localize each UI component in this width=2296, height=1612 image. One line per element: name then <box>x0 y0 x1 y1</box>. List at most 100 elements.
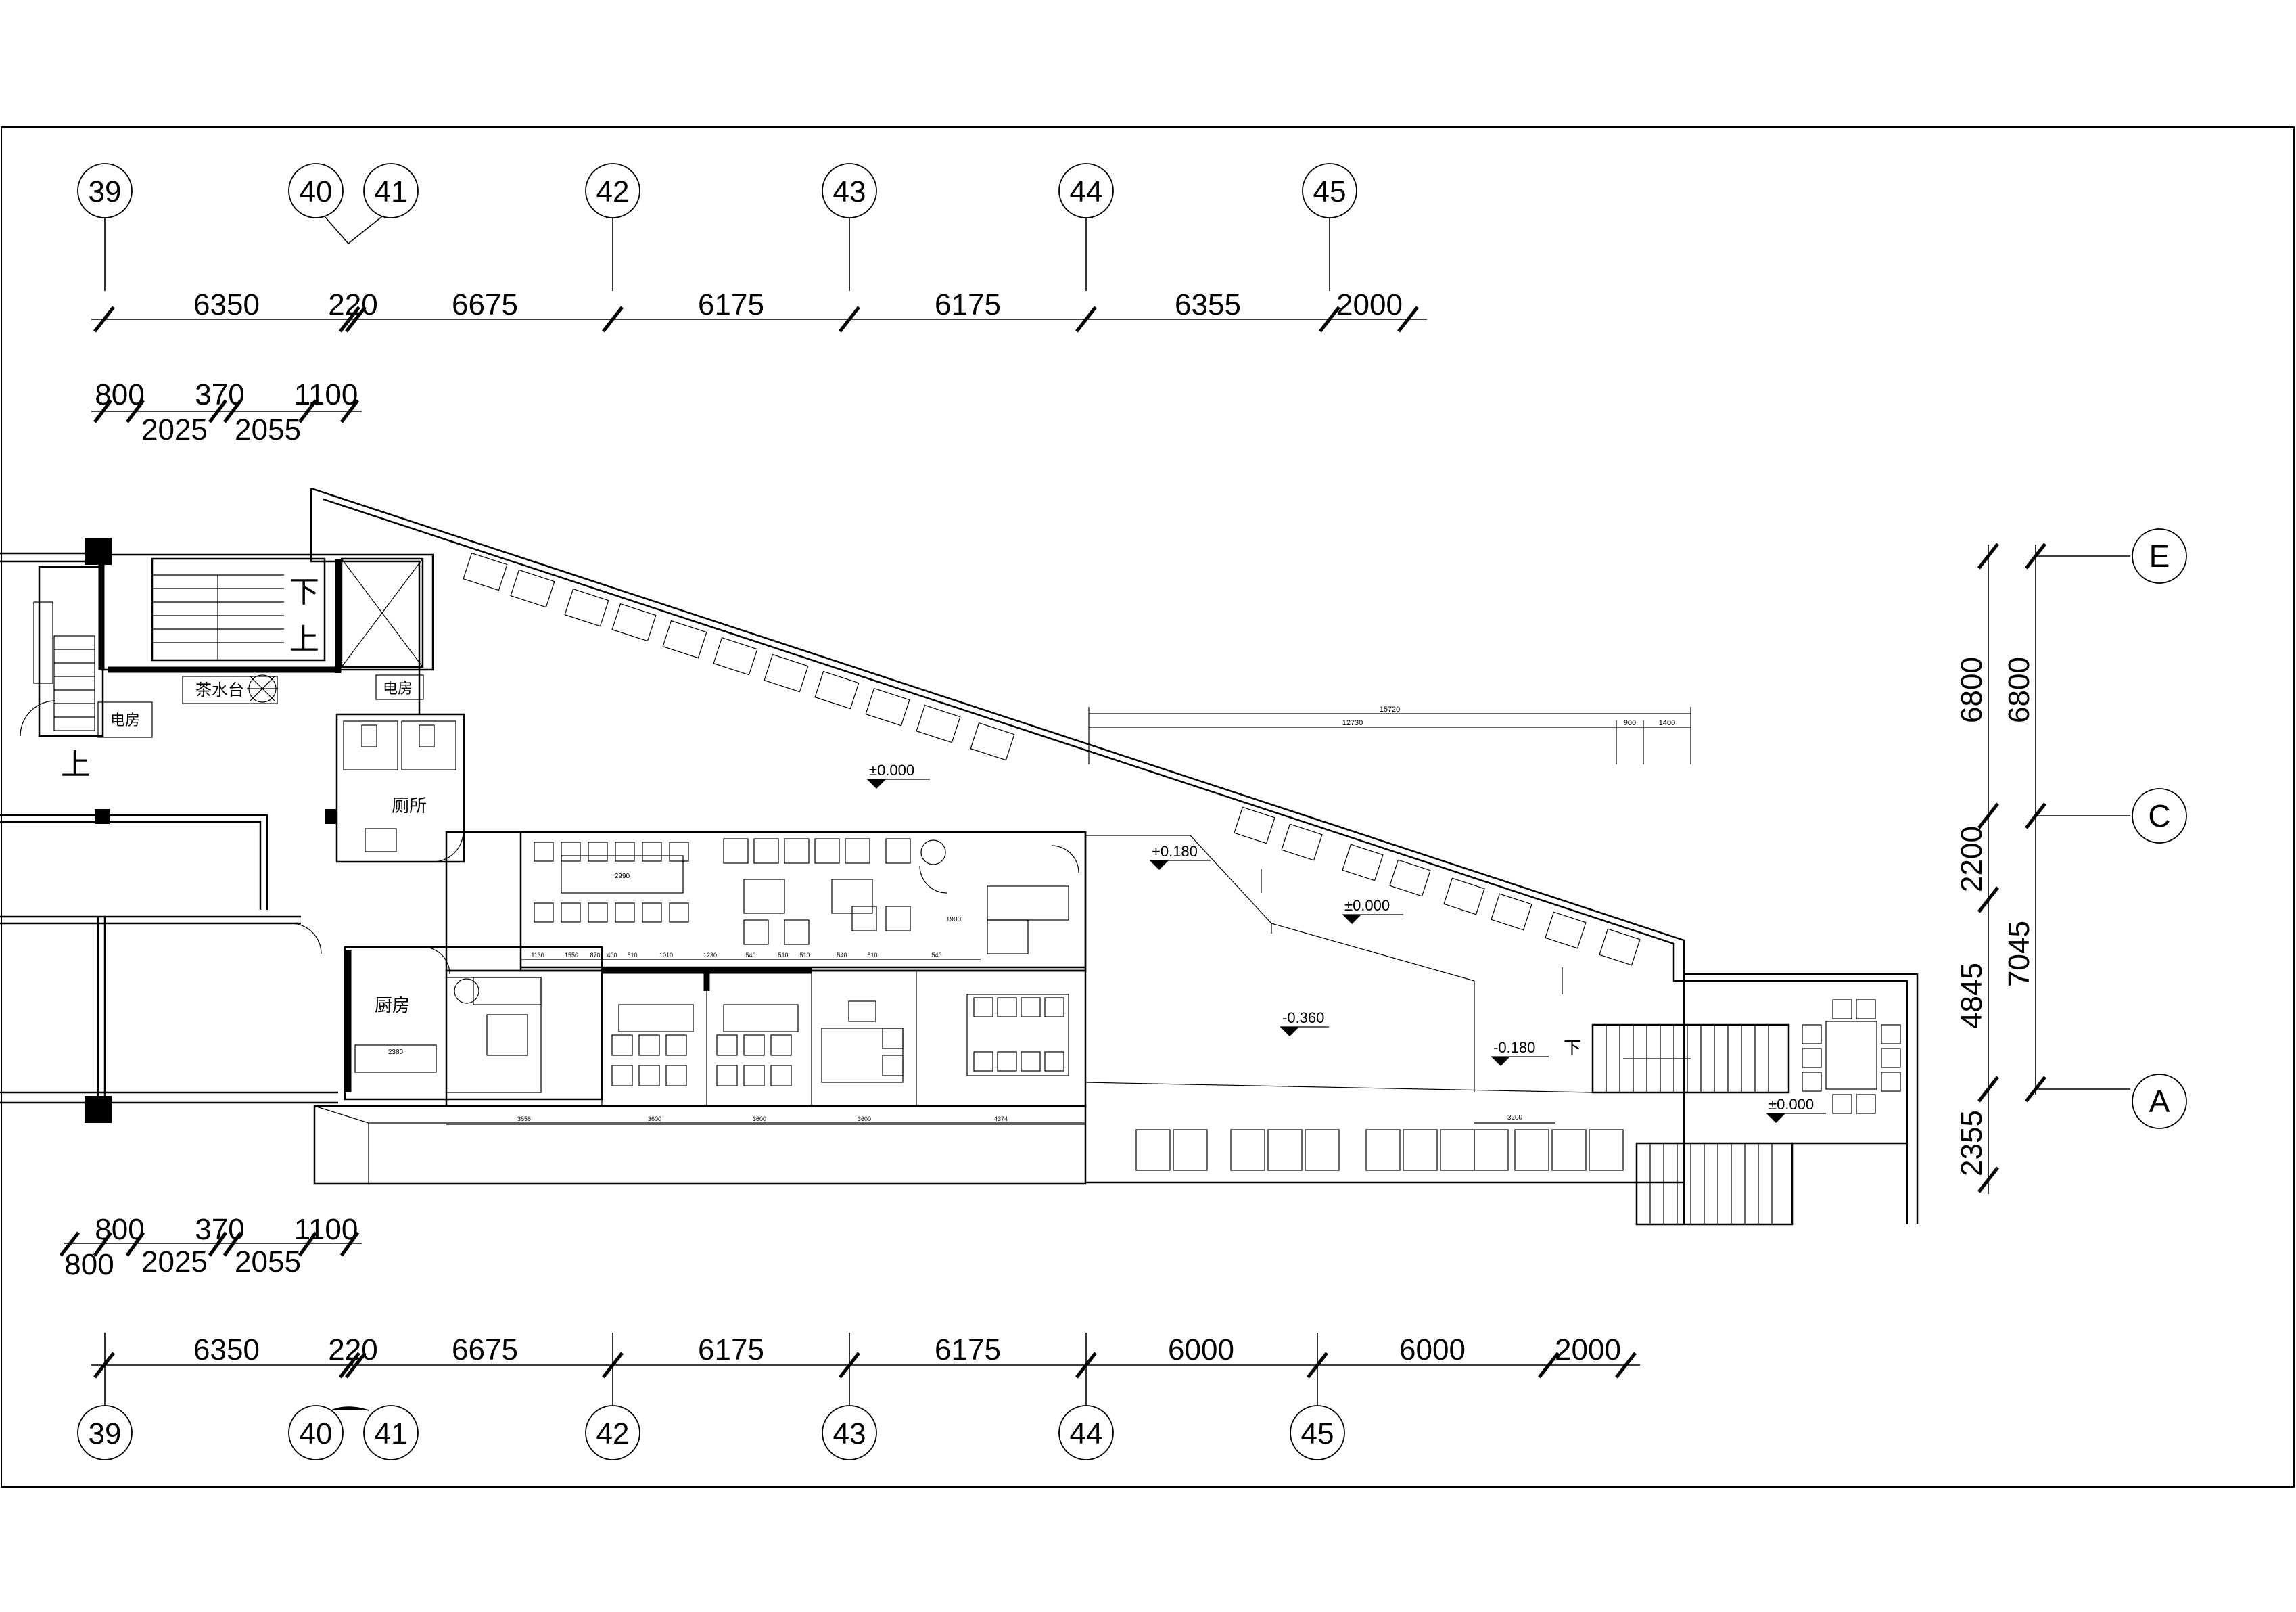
door-swing <box>20 700 56 737</box>
dimension-value: 6675 <box>452 1333 518 1366</box>
elevator-shaft <box>340 557 424 668</box>
dimension-value: 4845 <box>1955 963 1988 1029</box>
stair-treads <box>152 574 284 660</box>
small-dimension: 540 <box>931 952 941 959</box>
sub-dimension-value: 370 <box>195 1213 244 1246</box>
dimension-value: 6175 <box>698 1333 764 1366</box>
dining-table-row2: 1900 <box>723 838 1079 954</box>
electric-room-2 <box>375 674 424 700</box>
level-value: -0.360 <box>1282 1009 1324 1026</box>
dimension-value: 2355 <box>1955 1110 1988 1176</box>
grid-label: 40 <box>300 175 333 208</box>
grid-bubble-42-bottom: 42 <box>585 1333 640 1460</box>
level-marker-5: -0.180 <box>1491 1039 1549 1066</box>
sub-dimension-ticks <box>60 1231 360 1257</box>
grid-label: 42 <box>596 1417 630 1450</box>
level-value: ±0.000 <box>869 762 914 779</box>
level-value: ±0.000 <box>1344 897 1390 914</box>
top-grid: 39 40 41 42 43 44 45 <box>77 163 1427 446</box>
stair-up-label: 上 <box>61 748 91 781</box>
stair-treads <box>54 649 95 718</box>
small-dimension: 510 <box>799 952 810 959</box>
grid-label: 44 <box>1070 1417 1103 1450</box>
room-label: 电房 <box>383 680 413 697</box>
grid-label: 45 <box>1313 175 1346 208</box>
right-grid: 6800 2200 4845 2355 6800 7045 E C A <box>1955 528 2187 1194</box>
grid-label: 43 <box>833 175 866 208</box>
room-label: 茶水台 <box>195 681 244 699</box>
toilet-room: 厕所 <box>325 713 465 863</box>
round-table-group <box>1802 999 1901 1114</box>
dimension-value: 6000 <box>1168 1333 1234 1366</box>
dimension-value: 6350 <box>193 1333 260 1366</box>
dimension-value: 6675 <box>452 288 518 321</box>
small-dimension: 3656 <box>517 1115 531 1122</box>
small-dimension: 540 <box>745 952 755 959</box>
small-dimension: 1900 <box>946 916 962 923</box>
small-dimension: 2990 <box>615 873 630 880</box>
small-dimension: 400 <box>607 952 617 959</box>
grid-bubble-40-top: 40 <box>288 163 349 244</box>
room-label: 厕所 <box>392 796 427 816</box>
small-dimension: 1400 <box>1659 719 1675 727</box>
sub-dimension-value: 1100 <box>294 1213 358 1246</box>
room-label: 厨房 <box>375 995 410 1015</box>
grid-label: A <box>2149 1084 2170 1119</box>
dimension-ticks <box>1977 543 2046 1193</box>
grid-bubble-44-top: 44 <box>1058 163 1114 291</box>
sub-dimension-value: 2025 <box>141 1245 208 1279</box>
grid-label: 45 <box>1301 1417 1334 1450</box>
dimension-value: 6000 <box>1399 1333 1466 1366</box>
sub-dimension-value: 800 <box>95 378 144 411</box>
grid-bubble-39-bottom: 39 <box>77 1333 133 1460</box>
stair-down-label: 下 <box>1564 1038 1581 1058</box>
level-marker-1: ±0.000 <box>867 762 930 789</box>
dimension-value: 7045 <box>2002 921 2036 987</box>
bottom-balcony: 3656 3600 3600 3600 4374 <box>313 1105 1087 1185</box>
terrace-seating <box>463 552 1641 966</box>
plant-icon <box>247 674 278 703</box>
small-dimension: 3600 <box>858 1115 871 1122</box>
grid-label: 41 <box>375 175 408 208</box>
terrace-dimensions: 15720 12730 900 1400 <box>1088 706 1691 764</box>
room-label: 电房 <box>110 712 140 729</box>
sub-dimension-value: 2025 <box>141 413 208 446</box>
small-dimension: 3600 <box>753 1115 766 1122</box>
small-dimension: 870 <box>590 952 600 959</box>
dimension-value: 6800 <box>2002 657 2036 723</box>
grid-label: 39 <box>89 175 122 208</box>
dimension-value: 6175 <box>698 288 764 321</box>
dimension-value: 220 <box>328 288 377 321</box>
level-value: ±0.000 <box>1768 1096 1814 1113</box>
sub-dimension-value: 800 <box>64 1248 114 1281</box>
lower-stair <box>1635 1142 1907 1226</box>
grid-bubble-C: C <box>2132 788 2187 844</box>
grid-bubble-A: A <box>2132 1074 2187 1129</box>
small-dimension: 1230 <box>703 952 717 959</box>
grid-bubble-43-top: 43 <box>822 163 877 291</box>
dimension-value: 6350 <box>193 288 260 321</box>
small-dimension: 1010 <box>659 952 673 959</box>
drawing-border <box>1 126 2295 1488</box>
terrace-stair: 下 <box>1564 1023 1790 1094</box>
stair-up-label: 上 <box>289 623 319 656</box>
dimension-value: 6355 <box>1175 288 1241 321</box>
grid-bubble-39-top: 39 <box>77 163 133 291</box>
level-marker-2: +0.180 <box>1150 843 1211 870</box>
small-dimension: 4374 <box>994 1115 1008 1122</box>
sub-dimension-ticks <box>93 399 359 423</box>
small-dimension: 12730 <box>1342 719 1363 727</box>
small-dimension: 510 <box>778 952 788 959</box>
level-markers: ±0.000 +0.180 ±0.000 -0.360 -0.180 ±0.00… <box>867 762 1826 1123</box>
small-dimension: 3600 <box>648 1115 661 1122</box>
grid-label: E <box>2149 538 2170 574</box>
central-wing: 2990 1900 1130 1550 870 <box>445 831 1087 1107</box>
level-value: -0.180 <box>1493 1039 1535 1056</box>
small-dimension: 1550 <box>565 952 578 959</box>
sub-dimension-value: 370 <box>195 378 244 411</box>
small-dims-row: 1130 1550 870 400 510 1010 1230 540 510 … <box>521 952 981 960</box>
grid-bubble-41-bottom: 41 <box>363 1405 419 1460</box>
level-marker-4: -0.360 <box>1280 1009 1329 1036</box>
level-value: +0.180 <box>1152 843 1198 860</box>
